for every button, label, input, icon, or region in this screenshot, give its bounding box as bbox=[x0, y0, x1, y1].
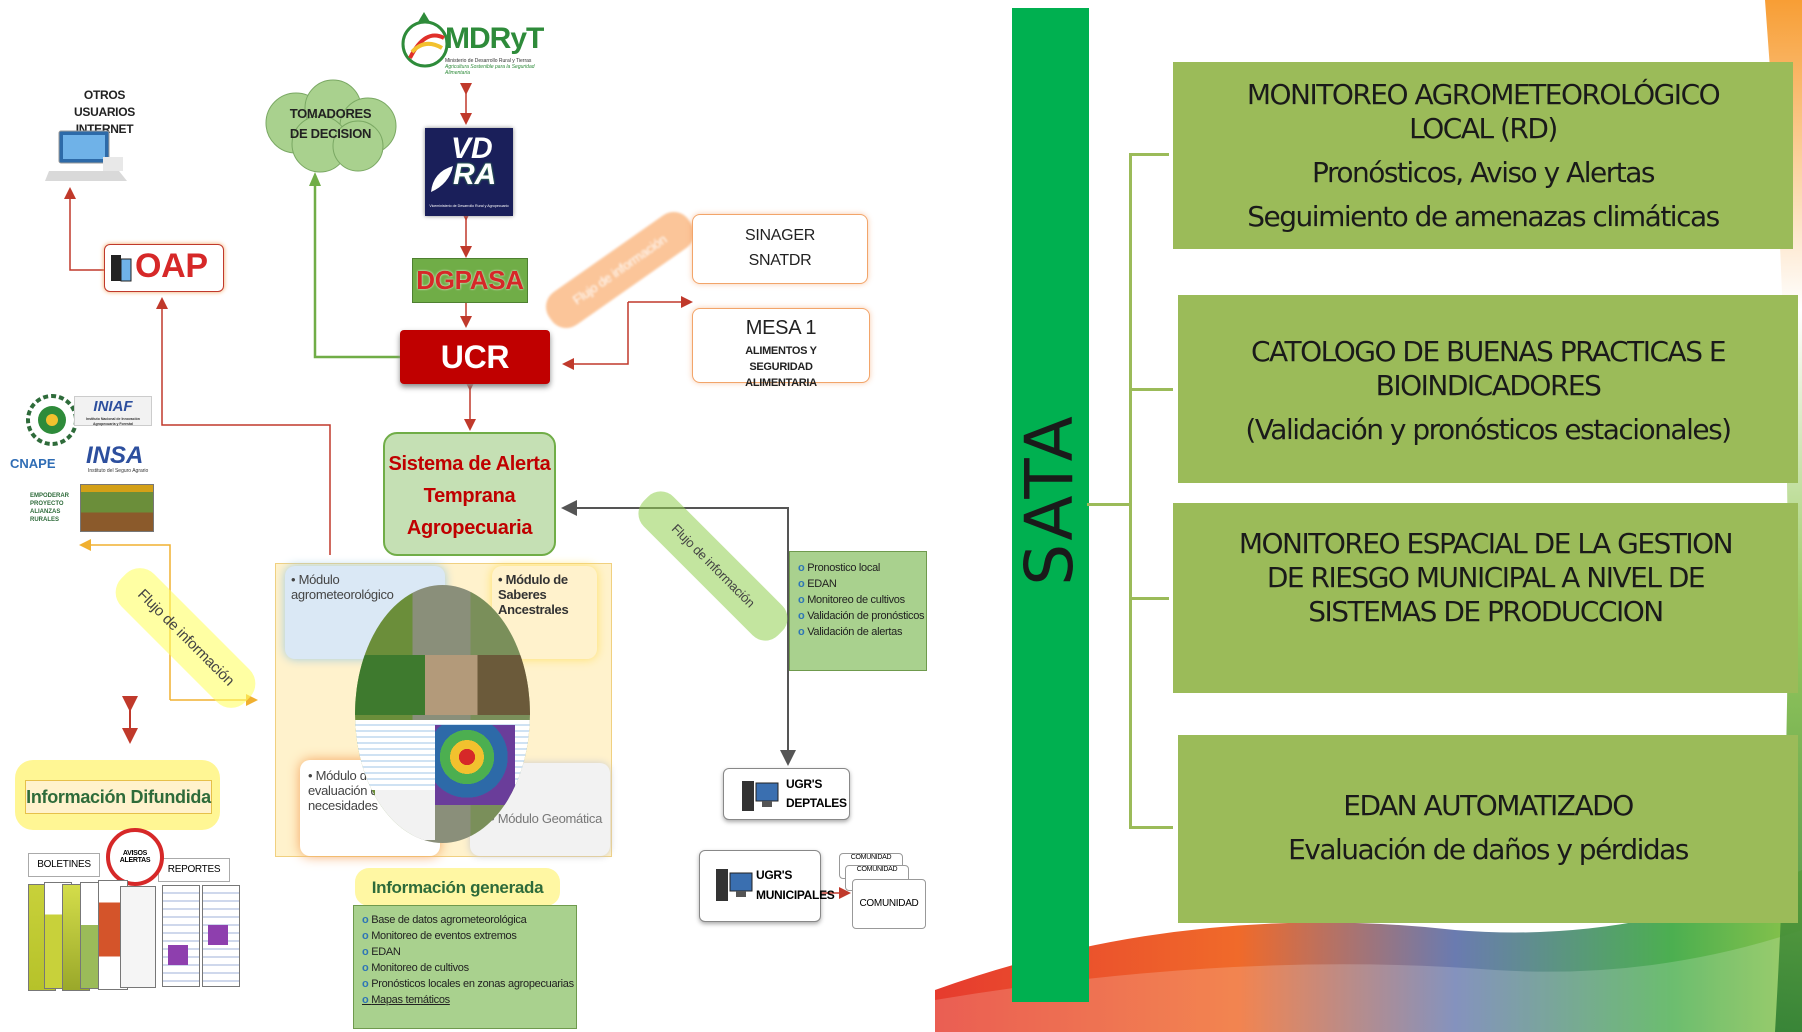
connector-main bbox=[1087, 503, 1131, 506]
computer-icon bbox=[45, 130, 127, 181]
info-difundida-label: Información Difundida bbox=[25, 780, 212, 814]
vdra-logo: VD RA Viceministerio de Desarrollo Rural… bbox=[425, 128, 513, 216]
connector-vertical bbox=[1129, 153, 1132, 829]
avisos-alertas-badge: AVISOS ALERTAS bbox=[106, 828, 164, 886]
comunidad-card-3: COMUNIDAD bbox=[852, 879, 926, 929]
connector-2 bbox=[1129, 388, 1173, 391]
sata-green-bar bbox=[1012, 8, 1089, 1002]
catalogo-buenas-practicas-box: CATOLOGO DE BUENAS PRACTICAS E BIOINDICA… bbox=[1178, 295, 1798, 483]
alianzas-photo bbox=[80, 484, 154, 532]
monitoreo-agrometeorologico-box: MONITOREO AGROMETEOROLÓGICO LOCAL (RD) P… bbox=[1173, 62, 1793, 249]
connector-4 bbox=[1129, 826, 1173, 829]
ugr-municipales-box: UGR'S MUNICIPALES bbox=[699, 850, 835, 922]
vdra-title-top: VD bbox=[451, 132, 493, 165]
sata-flow-diagram: Flujo de información Flujo de informació… bbox=[0, 0, 935, 1032]
computer-tower-icon bbox=[742, 781, 779, 811]
info-generada-list: Base de datos agrometeorológica Monitore… bbox=[353, 905, 577, 1029]
info-generada-glow bbox=[355, 868, 560, 906]
ugr-deptales-box: UGR'S DEPTALES bbox=[723, 768, 850, 820]
boletines-label: BOLETINES bbox=[28, 853, 100, 877]
mdryt-title: MDRyT bbox=[445, 22, 544, 55]
vdra-title-bottom: RA bbox=[453, 158, 497, 191]
mdryt-logo: MDRyT Ministerio de Desarrollo Rural y T… bbox=[400, 8, 544, 90]
info-generada-label: Información generada bbox=[371, 878, 544, 897]
dgpasa-box: DGPASA bbox=[412, 258, 528, 303]
reportes-label: REPORTES bbox=[158, 858, 230, 882]
boletines-stack bbox=[28, 880, 158, 995]
connector-3 bbox=[1129, 597, 1169, 600]
sata-title: SATA bbox=[1011, 414, 1088, 586]
insa-logo: INSA bbox=[86, 442, 144, 469]
tomadores-cloud: TOMADORES DE DECISION bbox=[258, 78, 403, 176]
computer-tower-icon bbox=[716, 869, 753, 901]
ucr-box: UCR bbox=[400, 330, 550, 384]
server-icon bbox=[111, 255, 132, 282]
sistema-alerta-box: Sistema de Alerta Temprana Agropecuaria bbox=[383, 432, 556, 556]
reportes-stack bbox=[162, 885, 242, 990]
tomadores-label: TOMADORES DE DECISION bbox=[289, 106, 372, 141]
monitoreo-espacial-box: MONITOREO ESPACIAL DE LA GESTION DE RIES… bbox=[1173, 503, 1798, 693]
senasag-logo-icon bbox=[26, 394, 78, 446]
mesa-box: MESA 1 ALIMENTOS Y SEGURIDAD ALIMENTARIA bbox=[692, 308, 870, 389]
oap-label: OAP bbox=[135, 247, 208, 285]
oap-box: OAP bbox=[104, 244, 224, 292]
photo-collage bbox=[355, 585, 530, 843]
sata-panel: SATA MONITOREO AGROMETEOROLÓGICO LOCAL (… bbox=[935, 0, 1802, 1032]
edan-automatizado-box: EDAN AUTOMATIZADO Evaluación de daños y … bbox=[1178, 735, 1798, 923]
local-monitoring-list: Pronostico local EDAN Monitoreo de culti… bbox=[789, 551, 927, 671]
mdryt-subtitle: Ministerio de Desarrollo Rural y Tierras… bbox=[445, 58, 535, 76]
vdra-leaf-icon bbox=[431, 166, 453, 192]
mdryt-emblem-icon bbox=[401, 12, 449, 68]
cnape-logo: CNAPE bbox=[10, 456, 56, 471]
connector-1 bbox=[1129, 153, 1169, 156]
